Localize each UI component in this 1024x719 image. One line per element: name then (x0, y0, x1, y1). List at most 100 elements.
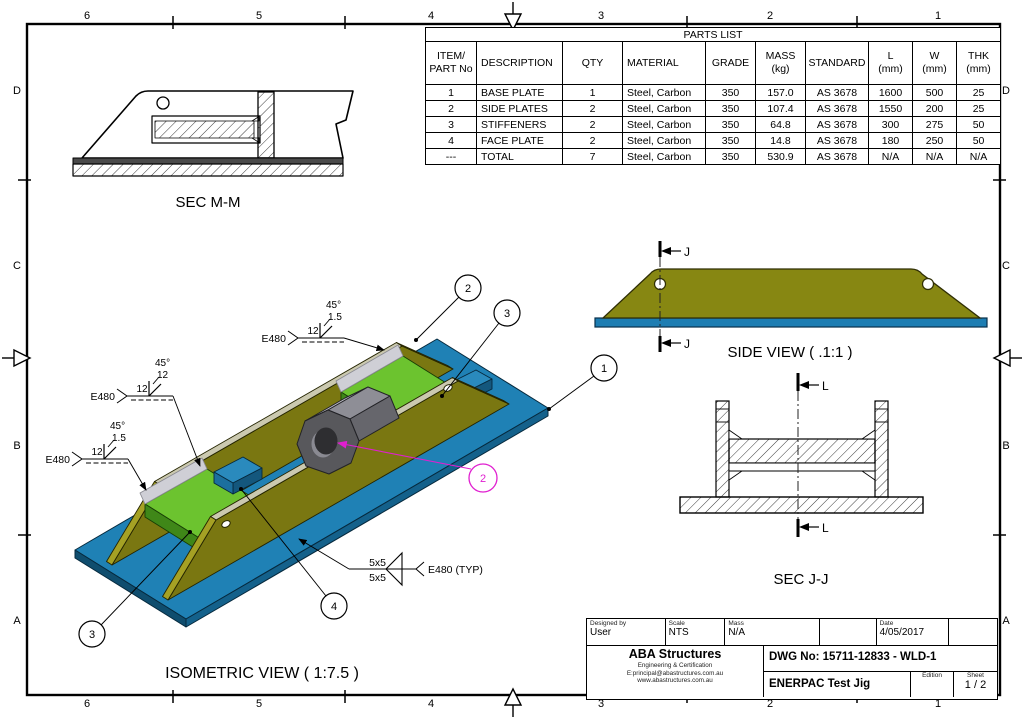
grid-label: 6 (84, 10, 90, 22)
weld-callouts: E480 12 1.5 45° E480 12 12 45° (45, 300, 483, 587)
parts-cell: AS 3678 (805, 84, 869, 101)
grid-label: D (13, 85, 21, 97)
isometric-view-label: ISOMETRIC VIEW ( 1:7.5 ) (165, 665, 359, 682)
section-letter: J (684, 337, 690, 351)
side-view: J J SIDE VIEW ( .1:1 ) (594, 241, 988, 361)
parts-cell: Steel, Carbon (622, 100, 706, 117)
weld-gap: 1.5 (328, 312, 342, 323)
scale-label: Scale (668, 620, 685, 627)
edition-field: Edition (911, 672, 954, 697)
grid-label: 5 (256, 10, 262, 22)
parts-cell: N/A (955, 148, 1002, 165)
parts-cell: 2 (562, 132, 623, 149)
weld-callout-fillet: 5x5 5x5 E480 (TYP) (298, 538, 483, 587)
grid-label: B (13, 440, 20, 452)
parts-cell: 350 (705, 116, 756, 133)
sec-mm-label: SEC M-M (176, 194, 241, 211)
blank-field (820, 619, 877, 645)
grid-label: 3 (598, 698, 604, 710)
parts-cell: 350 (705, 132, 756, 149)
base-plate-section (72, 163, 344, 177)
weld-angle: 45° (326, 300, 341, 311)
grid-label: 4 (428, 698, 434, 710)
weld-size: 12 (136, 384, 148, 395)
parts-cell: 25 (955, 84, 1002, 101)
parts-cell: AS 3678 (805, 116, 869, 133)
grid-label: C (13, 260, 21, 272)
drawing-title: ENERPAC Test Jig (764, 672, 911, 697)
section-letter: J (684, 245, 690, 259)
weld-callout-bevel-3: E480 12 1.5 45° (261, 300, 385, 352)
balloon-label: 4 (331, 601, 337, 613)
balloon-1: 1 (547, 354, 618, 411)
parts-cell: 2 (425, 100, 477, 117)
date-label: Date (879, 620, 894, 627)
parts-cell: Steel, Carbon (622, 148, 706, 165)
balloon-3: 3 (440, 299, 521, 398)
company-block: ABA Structures Engineering & Certificati… (587, 646, 764, 697)
parts-cell: 500 (912, 84, 957, 101)
company-name: ABA Structures (628, 647, 722, 661)
grid-label: 1 (935, 10, 941, 22)
column-header: THK (mm) (955, 41, 1002, 85)
parts-cell: Steel, Carbon (622, 116, 706, 133)
sheet-label: Sheet (967, 672, 984, 679)
parts-cell: SIDE PLATES (476, 100, 563, 117)
column-header: MATERIAL (622, 41, 706, 85)
weld-size: 12 (307, 326, 319, 337)
parts-cell: 157.0 (755, 84, 806, 101)
side-plate-section (874, 400, 889, 498)
grid-label: 5 (256, 698, 262, 710)
weld-process: E480 (90, 391, 115, 403)
grid-label: A (1002, 615, 1010, 627)
company-tagline: Engineering & Certification (637, 661, 713, 669)
section-letter: L (822, 521, 829, 535)
parts-cell: 14.8 (755, 132, 806, 149)
base-plate-section (679, 496, 924, 514)
column-header: MASS (kg) (755, 41, 806, 85)
parts-cell: 250 (912, 132, 957, 149)
weld-note: E480 (TYP) (428, 564, 483, 576)
sheet-field: Sheet 1 / 2 (954, 672, 997, 697)
weld-fillet-size-bottom: 5x5 (369, 572, 386, 584)
parts-cell: 3 (425, 116, 477, 133)
parts-cell: 275 (912, 116, 957, 133)
section-letter: L (822, 379, 829, 393)
parts-cell: 300 (868, 116, 913, 133)
balloon-label: 3 (504, 308, 510, 320)
blank-field (949, 619, 997, 645)
weld-gap: 12 (157, 370, 169, 381)
base-plate-edge (72, 157, 344, 165)
vertical-plate-section (257, 91, 275, 159)
parts-cell: 64.8 (755, 116, 806, 133)
parts-cell: 2 (562, 116, 623, 133)
isometric-view (74, 338, 549, 628)
sec-jj-view: L L SEC J-J (679, 373, 924, 588)
grid-label: C (1002, 260, 1010, 272)
grid-label: 4 (428, 10, 434, 22)
side-plate-profile (601, 268, 982, 319)
parts-cell: FACE PLATE (476, 132, 563, 149)
parts-cell: AS 3678 (805, 132, 869, 149)
parts-list-title: PARTS LIST (424, 27, 1002, 42)
balloon-2: 2 (414, 274, 482, 342)
designed-by-value: User (590, 627, 612, 639)
stiffener-flange (728, 462, 876, 472)
weld-process: E480 (45, 454, 70, 466)
parts-cell: BASE PLATE (476, 84, 563, 101)
grid-label: A (13, 615, 21, 627)
weld-angle: 45° (110, 421, 125, 432)
parts-cell: 530.9 (755, 148, 806, 165)
balloon-4: 4 (239, 487, 348, 620)
section-line-j: J J (658, 241, 690, 352)
balloon-3b: 3 (78, 530, 192, 648)
parts-cell: N/A (912, 148, 957, 165)
mass-value: N/A (728, 627, 745, 639)
date-value: 4/05/2017 (879, 627, 925, 639)
parts-cell: 7 (562, 148, 623, 165)
column-header: GRADE (705, 41, 756, 85)
parts-cell: TOTAL (476, 148, 563, 165)
